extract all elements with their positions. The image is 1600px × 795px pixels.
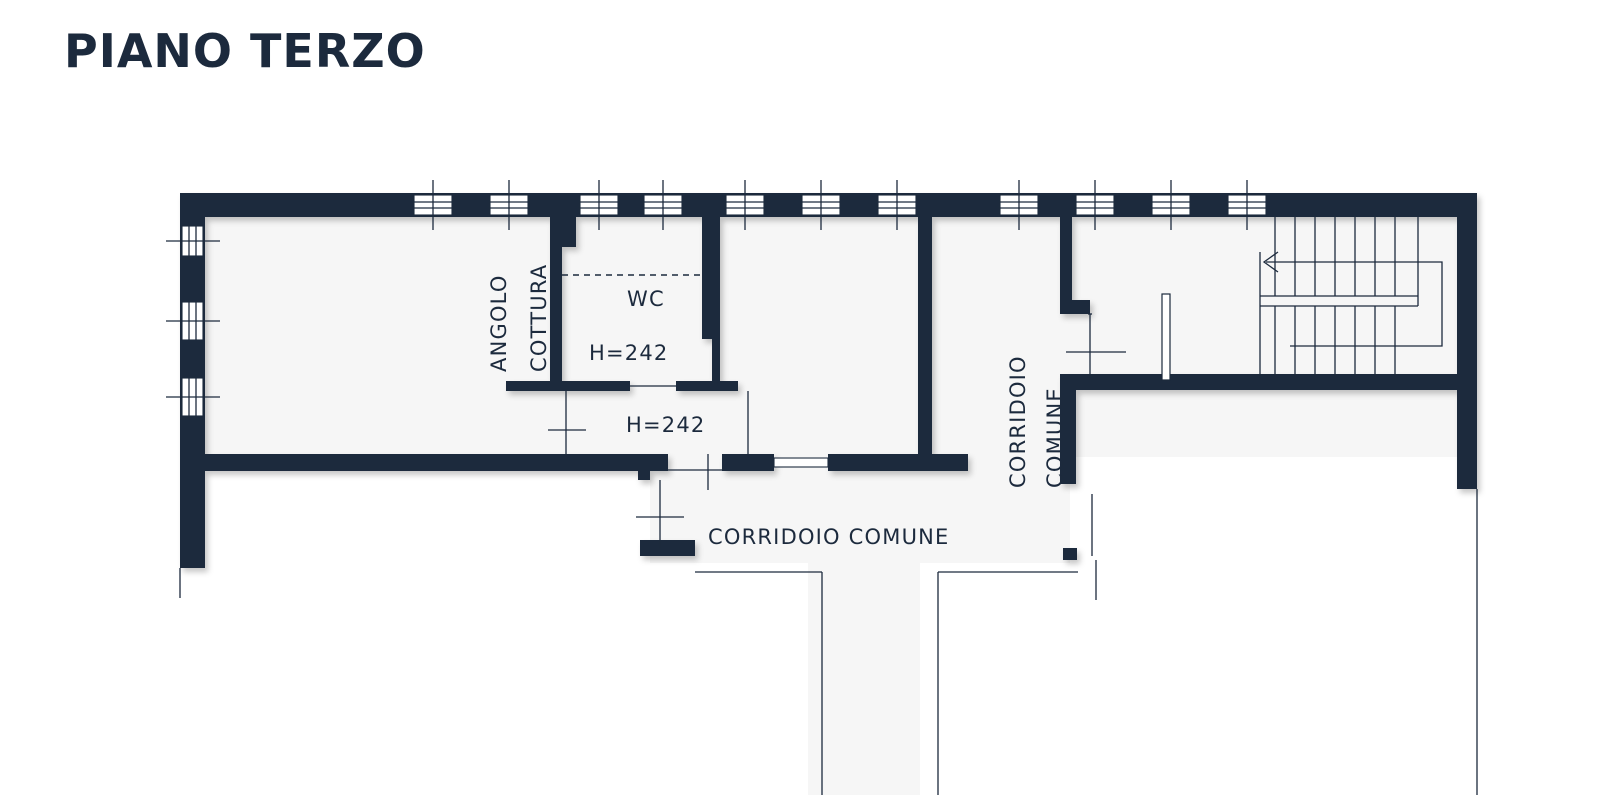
top-windows [413,180,1267,230]
floor-outline [179,489,1478,795]
doors [548,274,1171,600]
left-windows [166,225,220,417]
label-cottura: COTTURA [527,264,551,372]
label-wc: WC [627,287,665,311]
label-corridor-horizontal: CORRIDOIO COMUNE [708,525,950,549]
label-corridor-vertical-2: COMUNE [1043,387,1067,488]
staircase [1259,217,1443,380]
label-angolo: ANGOLO [487,274,511,372]
label-height-wc: H=242 [589,341,668,365]
stair-arrow-icon [1262,251,1279,273]
floor-areas [205,217,1457,795]
label-corridor-vertical-1: CORRIDOIO [1006,355,1030,488]
page-title: PIANO TERZO [64,24,426,78]
label-height-hall: H=242 [626,413,705,437]
